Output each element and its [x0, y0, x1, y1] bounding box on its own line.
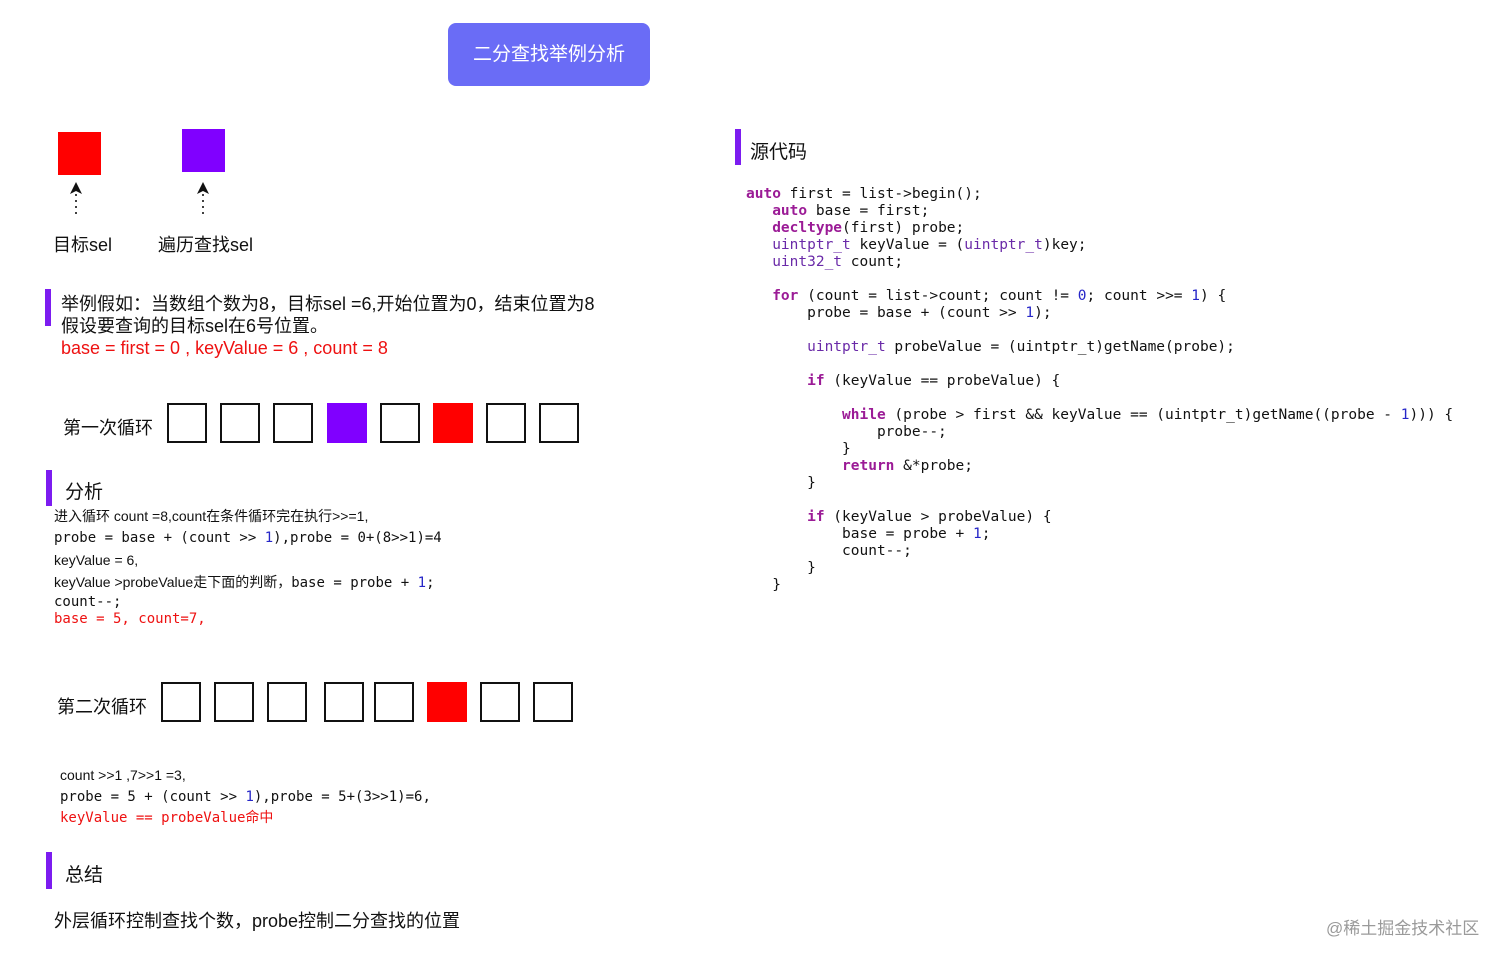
analysis-line-5: count--; [54, 594, 122, 610]
code-number: 1 [417, 575, 427, 591]
up-arrow-icon [197, 182, 209, 216]
second-line-2: probe = 5 + (count >> 1),probe = 5+(3>>1… [60, 786, 431, 808]
array-cell-empty [374, 682, 414, 722]
code-text: ),probe = 5+(3>>1)=6, [253, 789, 431, 805]
watermark: @稀土掘金技术社区 [1326, 919, 1480, 938]
example-line-3: base = first = 0 , keyValue = 6 , count … [61, 338, 388, 358]
analysis-line-2: probe = base + (count >> 1),probe = 0+(8… [54, 527, 442, 549]
array-cell-red [427, 682, 467, 722]
array-cell-empty [486, 403, 526, 443]
code-text: probe = 5 + (count >> [60, 789, 246, 805]
loop1-array [167, 403, 587, 447]
source-heading: 源代码 [750, 142, 808, 163]
array-cell-empty [480, 682, 520, 722]
up-arrow-icon [70, 182, 82, 216]
second-line-3: keyValue == probeValue命中 [60, 810, 274, 826]
analysis-heading: 分析 [65, 482, 104, 503]
source-code-block: auto first = list->begin(); auto base = … [746, 186, 1454, 593]
array-cell-empty [380, 403, 420, 443]
example-line-1: 举例假如：当数组个数为8，目标sel =6,开始位置为0，结束位置为8 [61, 294, 595, 314]
example-text: 举例假如：当数组个数为8，目标sel =6,开始位置为0，结束位置为8 假设要查… [61, 293, 595, 359]
array-cell-empty [539, 403, 579, 443]
analysis-line-3: keyValue = 6, [54, 552, 139, 568]
section-accent-bar [46, 852, 52, 889]
array-cell-empty [533, 682, 573, 722]
loop2-array [161, 682, 581, 726]
analysis-line-6: base = 5, count=7, [54, 611, 206, 627]
analysis-text-part: keyValue >probeValue走下面的判断， [54, 574, 292, 590]
array-cell-empty [167, 403, 207, 443]
traverse-legend-label: 遍历查找sel [158, 235, 254, 255]
loop1-label: 第一次循环 [63, 418, 153, 438]
second-analysis-text: count >>1 ,7>>1 =3, probe = 5 + (count >… [60, 764, 431, 828]
target-legend-square [58, 132, 101, 175]
diagram-title: 二分查找举例分析 [448, 23, 650, 86]
array-cell-empty [220, 403, 260, 443]
array-cell-red [433, 403, 473, 443]
loop2-label: 第二次循环 [57, 697, 147, 717]
array-cell-empty [273, 403, 313, 443]
array-cell-empty [214, 682, 254, 722]
section-accent-bar [45, 289, 51, 326]
array-cell-purple [327, 403, 367, 443]
code-text: base = probe + [291, 575, 418, 591]
example-line-2: 假设要查询的目标sel在6号位置。 [61, 316, 329, 336]
analysis-text: 进入循环 count =8,count在条件循环完在执行>>=1, probe … [54, 505, 442, 628]
code-text: ; [426, 575, 435, 591]
array-cell-empty [161, 682, 201, 722]
code-number: 1 [264, 530, 274, 546]
code-text: probe = base + (count >> [54, 530, 265, 546]
summary-heading: 总结 [65, 865, 104, 886]
code-number: 1 [245, 789, 254, 805]
second-line-1: count >>1 ,7>>1 =3, [60, 767, 186, 783]
analysis-line-1: 进入循环 count =8,count在条件循环完在执行>>=1, [54, 508, 369, 524]
summary-text: 外层循环控制查找个数，probe控制二分查找的位置 [54, 911, 461, 931]
array-cell-empty [267, 682, 307, 722]
array-cell-empty [324, 682, 364, 722]
code-text: ),probe = 0+(8>>1)=4 [273, 530, 442, 546]
section-accent-bar [735, 129, 741, 165]
target-legend-label: 目标sel [53, 235, 113, 255]
analysis-line-4: keyValue >probeValue走下面的判断，base = probe … [54, 571, 442, 594]
section-accent-bar [46, 470, 52, 506]
traverse-legend-square [182, 129, 225, 172]
